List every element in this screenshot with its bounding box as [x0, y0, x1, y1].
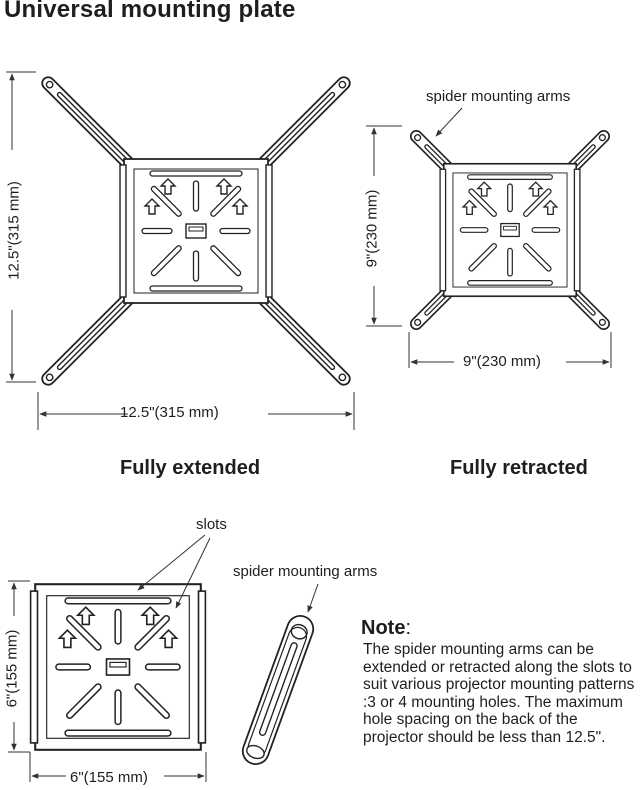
- note-heading-text: Note: [361, 617, 406, 639]
- note-text: The spider mounting arms can be extended…: [363, 641, 635, 746]
- extended-height-label: 12.5"(315 mm): [5, 181, 23, 280]
- slots-callout-lines: [137, 534, 211, 609]
- extended-assembly: [38, 73, 354, 389]
- arms-callout-label: spider mounting arms: [426, 88, 571, 105]
- plate-width-label: 6"(155 mm): [70, 769, 148, 786]
- fully-extended-caption: Fully extended: [120, 457, 261, 479]
- spider-arm-detail: [241, 615, 315, 765]
- fully-retracted-caption: Fully retracted: [450, 457, 588, 479]
- retracted-dimension-lines: [366, 125, 612, 368]
- retracted-width-label: 9"(230 mm): [463, 353, 541, 370]
- page-title: Universal mounting plate: [4, 0, 296, 23]
- plate-dimension-lines: [8, 580, 207, 782]
- extended-width-label: 12.5"(315 mm): [120, 404, 219, 421]
- retracted-assembly: [407, 127, 613, 333]
- arm-detail-callout-line: [307, 583, 319, 613]
- plate-detail: [31, 584, 206, 750]
- extended-dimension-lines: [6, 71, 355, 430]
- arms-callout-line: [435, 107, 463, 137]
- plate-height-label: 6"(155 mm): [3, 629, 21, 708]
- arm-detail-callout-label: spider mounting arms: [233, 563, 378, 580]
- retracted-height-label: 9"(230 mm): [363, 189, 381, 268]
- note-heading-colon: :: [405, 617, 412, 639]
- note-heading: Note:: [361, 617, 411, 640]
- slots-callout-label: slots: [196, 516, 227, 533]
